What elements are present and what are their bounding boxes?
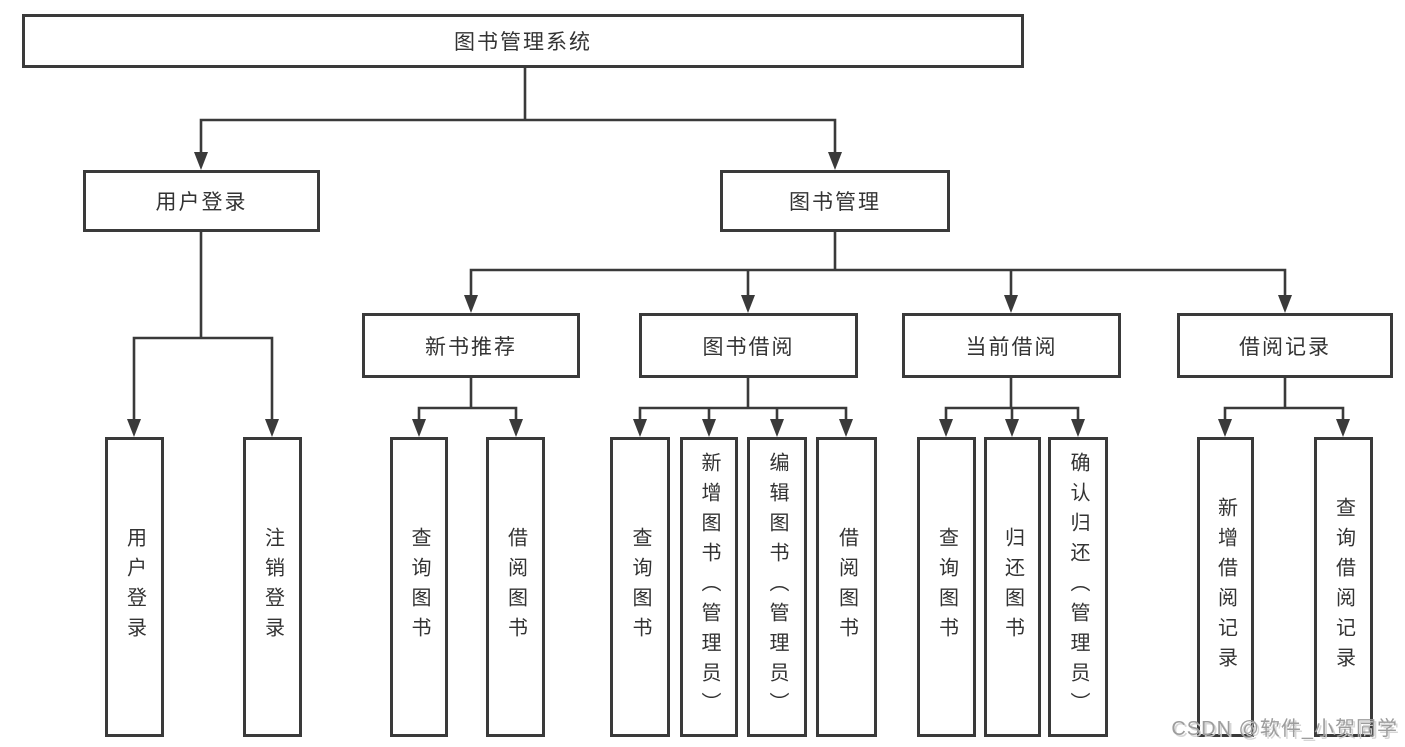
leaf-label: 新增借阅记录 (1214, 497, 1237, 677)
node-root-system: 图书管理系统 (22, 14, 1024, 68)
node-label: 图书管理 (789, 191, 881, 214)
leaf-label: 查询图书 (629, 527, 651, 647)
node-label: 借阅记录 (1239, 335, 1331, 359)
leaf-borrow-books-recommend: 借阅图书 (486, 437, 545, 737)
leaf-label: 查询借阅记录 (1332, 497, 1355, 677)
leaf-label: 查询图书 (408, 527, 430, 647)
node-current-borrow: 当前借阅 (902, 313, 1121, 378)
leaf-label: 新增图书（管理员） (698, 452, 720, 722)
leaf-label: 用户登录 (123, 527, 146, 647)
node-label: 新书推荐 (425, 335, 517, 359)
leaf-query-books-current: 查询图书 (917, 437, 976, 737)
leaf-query-books-borrow: 查询图书 (610, 437, 670, 737)
csdn-watermark: CSDN @软件_小贺同学 (1171, 718, 1398, 740)
leaf-logout: 注销登录 (243, 437, 302, 737)
node-label: 图书借阅 (702, 335, 795, 359)
leaf-label: 编辑图书（管理员） (766, 452, 788, 722)
leaf-return-book: 归还图书 (984, 437, 1041, 737)
leaf-query-books-recommend: 查询图书 (390, 437, 448, 737)
leaf-borrow-books: 借阅图书 (816, 437, 877, 737)
leaf-user-login: 用户登录 (105, 437, 164, 737)
leaf-query-borrow-record: 查询借阅记录 (1314, 437, 1373, 737)
leaf-edit-book-admin: 编辑图书（管理员） (747, 437, 807, 737)
leaf-label: 注销登录 (261, 527, 284, 647)
node-user-login-branch: 用户登录 (83, 170, 320, 232)
leaf-add-borrow-record: 新增借阅记录 (1197, 437, 1254, 737)
leaf-label: 归还图书 (1001, 527, 1024, 647)
node-label: 图书管理系统 (454, 31, 592, 54)
leaf-confirm-return-admin: 确认归还（管理员） (1048, 437, 1108, 737)
leaf-label: 确认归还（管理员） (1067, 452, 1089, 722)
leaf-label: 借阅图书 (835, 527, 858, 647)
node-label: 用户登录 (155, 191, 248, 214)
node-borrow-records: 借阅记录 (1177, 313, 1393, 378)
leaf-add-book-admin: 新增图书（管理员） (680, 437, 738, 737)
node-new-book-recommend: 新书推荐 (362, 313, 580, 378)
node-label: 当前借阅 (965, 335, 1058, 359)
leaf-label: 查询图书 (935, 527, 958, 647)
node-book-management-branch: 图书管理 (720, 170, 950, 232)
leaf-label: 借阅图书 (504, 527, 527, 647)
node-book-borrow: 图书借阅 (639, 313, 858, 378)
arrowheads (127, 152, 1350, 437)
tree-edges (132, 67, 1345, 420)
